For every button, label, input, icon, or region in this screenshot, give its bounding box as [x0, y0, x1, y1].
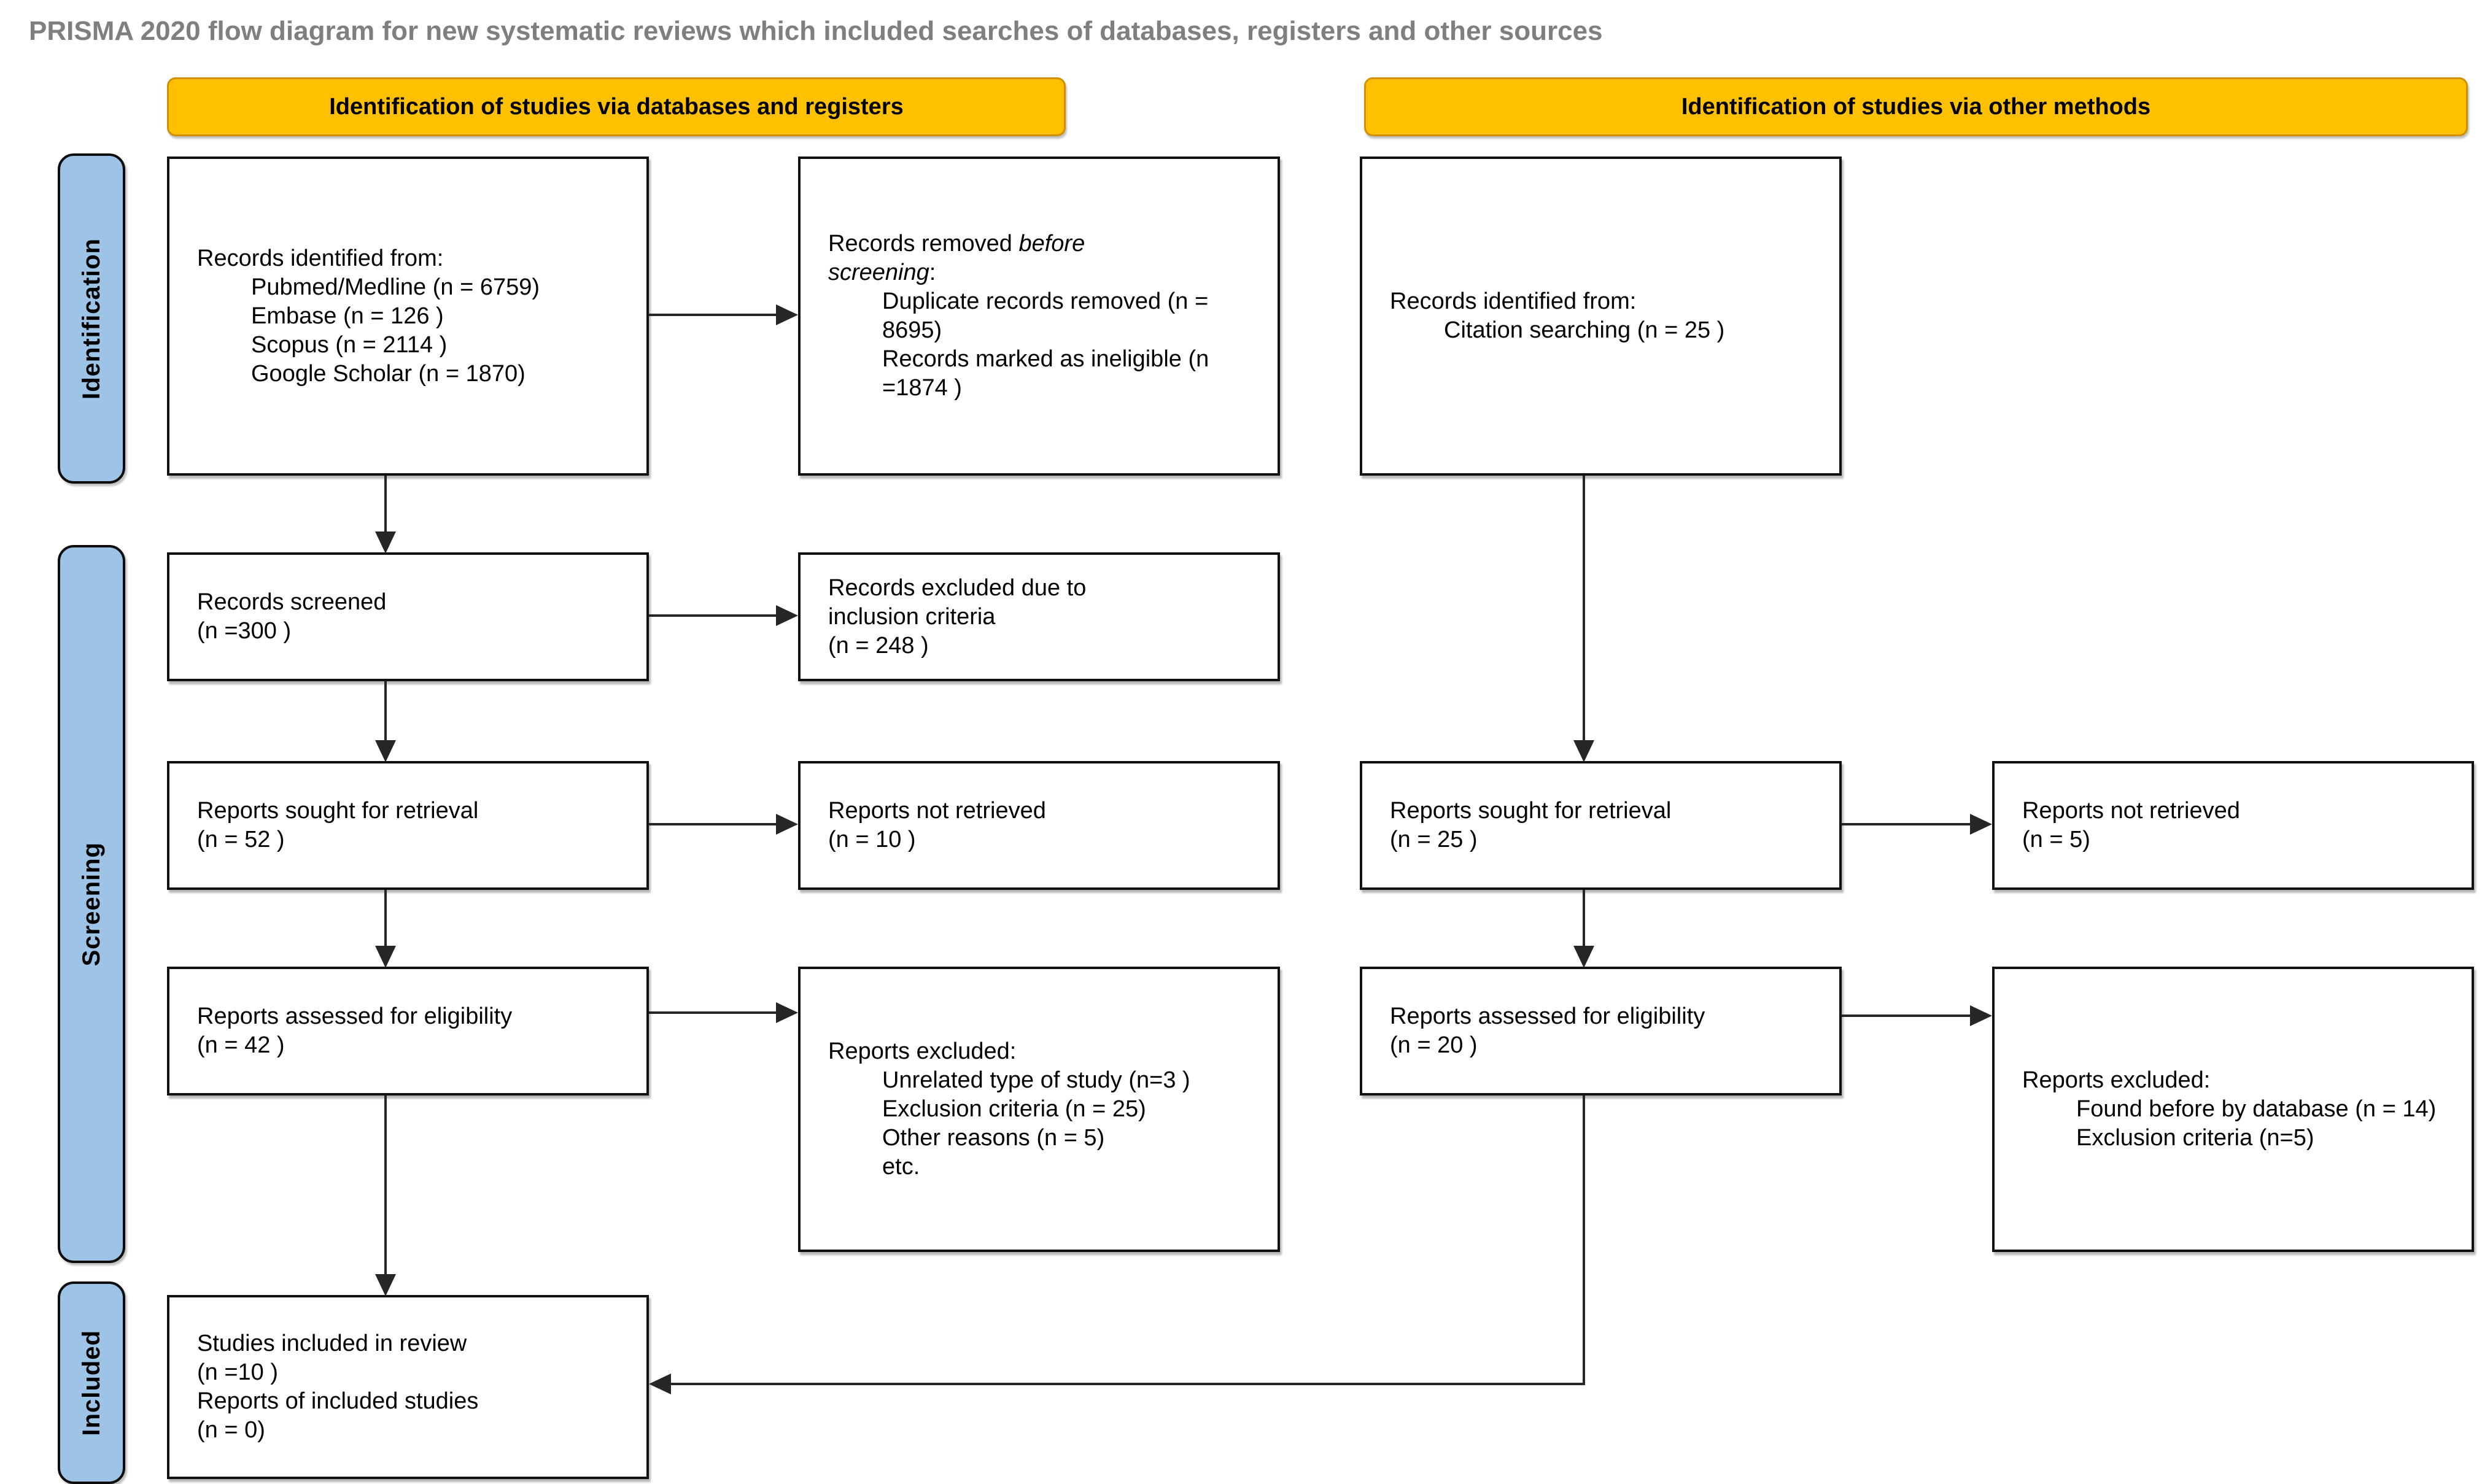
- text-line: Reports excluded:: [2022, 1067, 2211, 1093]
- text-line: Found before by database (n = 14): [2076, 1096, 2437, 1122]
- text-line: screening:: [828, 260, 936, 285]
- diagram-title: PRISMA 2020 flow diagram for new systema…: [29, 16, 1603, 46]
- text-line: (n = 10 ): [828, 827, 916, 852]
- text-line: Unrelated type of study (n=3 ): [882, 1067, 1190, 1093]
- box-reports-sought-other: Reports sought for retrieval (n = 25 ): [1360, 761, 1842, 890]
- box-reports-assessed-other: Reports assessed for eligibility (n = 20…: [1360, 967, 1842, 1096]
- text-line: (n = 20 ): [1390, 1032, 1478, 1058]
- text-line: (n = 248 ): [828, 632, 929, 659]
- text-line: Records identified from:: [1390, 288, 1637, 314]
- text-line: Reports sought for retrieval: [1390, 798, 1672, 824]
- text-line: Google Scholar (n = 1870): [251, 360, 525, 387]
- text-line: Records removed before: [828, 231, 1085, 257]
- box-studies-included: Studies included in review (n =10 ) Repo…: [167, 1295, 649, 1479]
- text-line: (n = 5): [2022, 827, 2090, 852]
- text-line: etc.: [882, 1154, 920, 1180]
- text-line: Pubmed/Medline (n = 6759): [251, 274, 540, 300]
- text-line: Duplicate records removed (n = 8695): [882, 288, 1209, 343]
- text-line: Reports of included studies: [197, 1388, 479, 1414]
- text-line: Records screened: [197, 589, 387, 615]
- box-reports-excluded-other: Reports excluded: Found before by databa…: [1992, 967, 2474, 1252]
- text-line: Reports not retrieved: [2022, 798, 2240, 824]
- stage-label: Screening: [77, 841, 105, 967]
- box-records-identified-other: Records identified from: Citation search…: [1360, 157, 1842, 476]
- text-line: Records identified from:: [197, 245, 444, 271]
- text-line: Citation searching (n = 25 ): [1444, 317, 1725, 343]
- box-reports-excluded-databases: Reports excluded: Unrelated type of stud…: [798, 967, 1280, 1252]
- text-line: Reports not retrieved: [828, 798, 1046, 824]
- text-line: Records excluded due to: [828, 574, 1087, 601]
- text-line: Records marked as ineligible (n =1874 ): [882, 346, 1209, 401]
- box-reports-sought-databases: Reports sought for retrieval (n = 52 ): [167, 761, 649, 890]
- box-records-identified-databases: Records identified from: Pubmed/Medline …: [167, 157, 649, 476]
- text-line: (n = 25 ): [1390, 827, 1478, 852]
- box-reports-not-retrieved-other: Reports not retrieved (n = 5): [1992, 761, 2474, 890]
- text-line: Exclusion criteria (n=5): [2076, 1125, 2314, 1151]
- stage-label: Identification: [77, 238, 105, 400]
- stage-screening: Screening: [58, 545, 125, 1263]
- text-line: Scopus (n = 2114 ): [251, 331, 448, 358]
- text-line: Reports excluded:: [828, 1038, 1017, 1064]
- box-records-screened: Records screened (n =300 ): [167, 552, 649, 681]
- text-line: Reports assessed for eligibility: [197, 1003, 513, 1029]
- text-line: Exclusion criteria (n = 25): [882, 1096, 1146, 1122]
- box-records-removed-before-screening: Records removed before screening: Duplic…: [798, 157, 1280, 476]
- text-line: (n = 52 ): [197, 827, 285, 852]
- box-reports-assessed-databases: Reports assessed for eligibility (n = 42…: [167, 967, 649, 1096]
- header-label: Identification of studies via databases …: [329, 93, 904, 120]
- header-label: Identification of studies via other meth…: [1681, 93, 2151, 120]
- text-line: (n = 0): [197, 1417, 265, 1443]
- text-line: Other reasons (n = 5): [882, 1125, 1105, 1151]
- box-records-excluded: Records excluded due to inclusion criter…: [798, 552, 1280, 681]
- text-line: (n =300 ): [197, 618, 292, 644]
- text-line: (n =10 ): [197, 1359, 279, 1385]
- text-line: (n = 42 ): [197, 1032, 285, 1058]
- text-line: Studies included in review: [197, 1331, 467, 1356]
- text-line: Embase (n = 126 ): [251, 303, 444, 329]
- stage-identification: Identification: [58, 153, 125, 484]
- text-line: Reports assessed for eligibility: [1390, 1003, 1705, 1029]
- text-line: Reports sought for retrieval: [197, 798, 479, 824]
- stage-included: Included: [58, 1281, 125, 1484]
- header-other-methods: Identification of studies via other meth…: [1364, 77, 2468, 136]
- stage-label: Included: [77, 1329, 105, 1436]
- box-reports-not-retrieved-databases: Reports not retrieved (n = 10 ): [798, 761, 1280, 890]
- header-databases-registers: Identification of studies via databases …: [167, 77, 1066, 136]
- text-line: inclusion criteria: [828, 603, 996, 630]
